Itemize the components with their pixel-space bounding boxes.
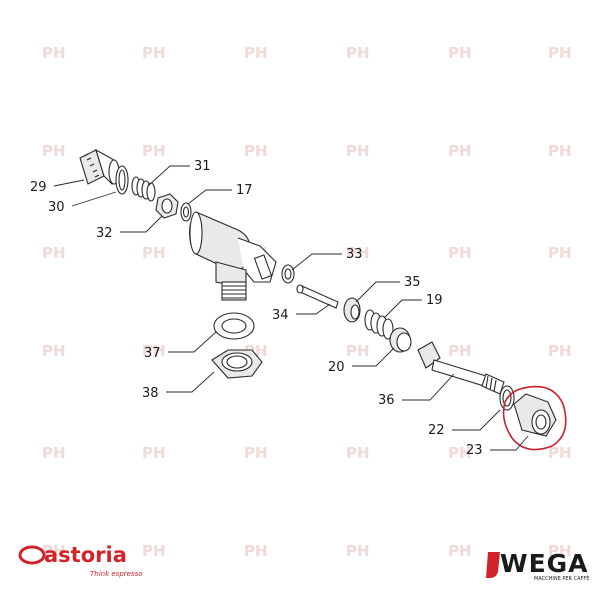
- watermark-mark: PH: [42, 342, 66, 360]
- watermark-mark: PH: [548, 142, 572, 160]
- callout-35: 35: [404, 275, 421, 290]
- callout-20: 20: [328, 360, 345, 375]
- watermark-mark: PH: [346, 342, 370, 360]
- part-35-bushing: [343, 297, 361, 323]
- watermark-mark: PH: [42, 244, 66, 262]
- watermark-mark: PH: [42, 542, 66, 560]
- part-20-cap: [389, 327, 412, 353]
- part-31-spring: [131, 176, 156, 202]
- part-19-spring: [364, 309, 394, 340]
- astoria-tagline: Think espresso: [90, 570, 143, 578]
- watermark-mark: PH: [448, 542, 472, 560]
- watermark-mark: PH: [42, 444, 66, 462]
- part-30-o-ring: [115, 165, 129, 195]
- watermark-mark: PH: [448, 244, 472, 262]
- watermark-mark: PH: [548, 44, 572, 62]
- watermark-mark: PH: [142, 244, 166, 262]
- valve-body: [189, 211, 277, 301]
- part-37-washer: [213, 312, 255, 340]
- watermark-mark: PH: [142, 342, 166, 360]
- callout-37: 37: [144, 346, 161, 361]
- part-23-cap-nut: [513, 393, 557, 437]
- part-38-hex-nut: [211, 349, 263, 379]
- watermark-mark: PH: [244, 542, 268, 560]
- leader-lines: [53, 165, 529, 451]
- watermark-mark: PH: [346, 44, 370, 62]
- part-34-pin: [296, 284, 339, 309]
- watermark-mark: PH: [42, 142, 66, 160]
- watermark-mark: PH: [346, 444, 370, 462]
- watermark-mark: PH: [142, 142, 166, 160]
- wega-wordmark: WEGA: [500, 549, 589, 578]
- watermark-pattern: PH PH PH PH PH PH PH PH PH PH PH PH PH PH PH PH PH PH PH PH…: [42, 44, 572, 560]
- part-29-threaded-fitting: [79, 148, 120, 185]
- astoria-logo-mark: [18, 545, 46, 565]
- watermark-mark: PH: [346, 244, 370, 262]
- watermark-mark: PH: [448, 44, 472, 62]
- watermark-mark: PH: [448, 444, 472, 462]
- watermark-mark: PH: [244, 142, 268, 160]
- watermark-mark: PH: [346, 542, 370, 560]
- callout-31: 31: [194, 159, 211, 174]
- callout-17: 17: [236, 183, 253, 198]
- callout-36: 36: [378, 393, 395, 408]
- watermark-mark: PH: [142, 542, 166, 560]
- watermark-mark: PH: [142, 44, 166, 62]
- callout-29: 29: [30, 180, 47, 195]
- part-17-gasket: [180, 202, 192, 222]
- watermark-mark: PH: [448, 142, 472, 160]
- watermark-mark: PH: [142, 444, 166, 462]
- watermark-mark: PH: [42, 44, 66, 62]
- wega-cup-icon: [486, 552, 500, 578]
- callout-32: 32: [96, 226, 113, 241]
- watermark-mark: PH: [548, 444, 572, 462]
- callout-33: 33: [346, 247, 363, 262]
- watermark-mark: PH: [448, 342, 472, 360]
- callout-22: 22: [428, 423, 445, 438]
- watermark-mark: PH: [548, 542, 572, 560]
- callout-23: 23: [466, 443, 483, 458]
- callout-19: 19: [426, 293, 443, 308]
- watermark-mark: PH: [244, 44, 268, 62]
- watermark-mark: PH: [548, 244, 572, 262]
- wega-tagline: MACCHINE PER CAFFÈ: [534, 574, 589, 582]
- astoria-wordmark: astoria: [44, 543, 127, 567]
- callout-30: 30: [48, 200, 65, 215]
- watermark-mark: PH: [244, 444, 268, 462]
- part-36-valve-stem: [417, 341, 505, 395]
- highlight-circle: [502, 385, 567, 451]
- part-32-hex-nut: [155, 193, 179, 219]
- part-33-washer: [281, 264, 295, 284]
- wega-logo: WEGA MACCHINE PER CAFFÈ: [486, 549, 589, 582]
- callout-numbers: 29 30 31 17 32 33 34 35 19 20 37 38 36 2…: [30, 159, 483, 458]
- astoria-logo: astoria Think espresso: [18, 543, 143, 578]
- watermark-mark: PH: [548, 342, 572, 360]
- callout-34: 34: [272, 308, 289, 323]
- watermark-mark: PH: [346, 142, 370, 160]
- callout-38: 38: [142, 386, 159, 401]
